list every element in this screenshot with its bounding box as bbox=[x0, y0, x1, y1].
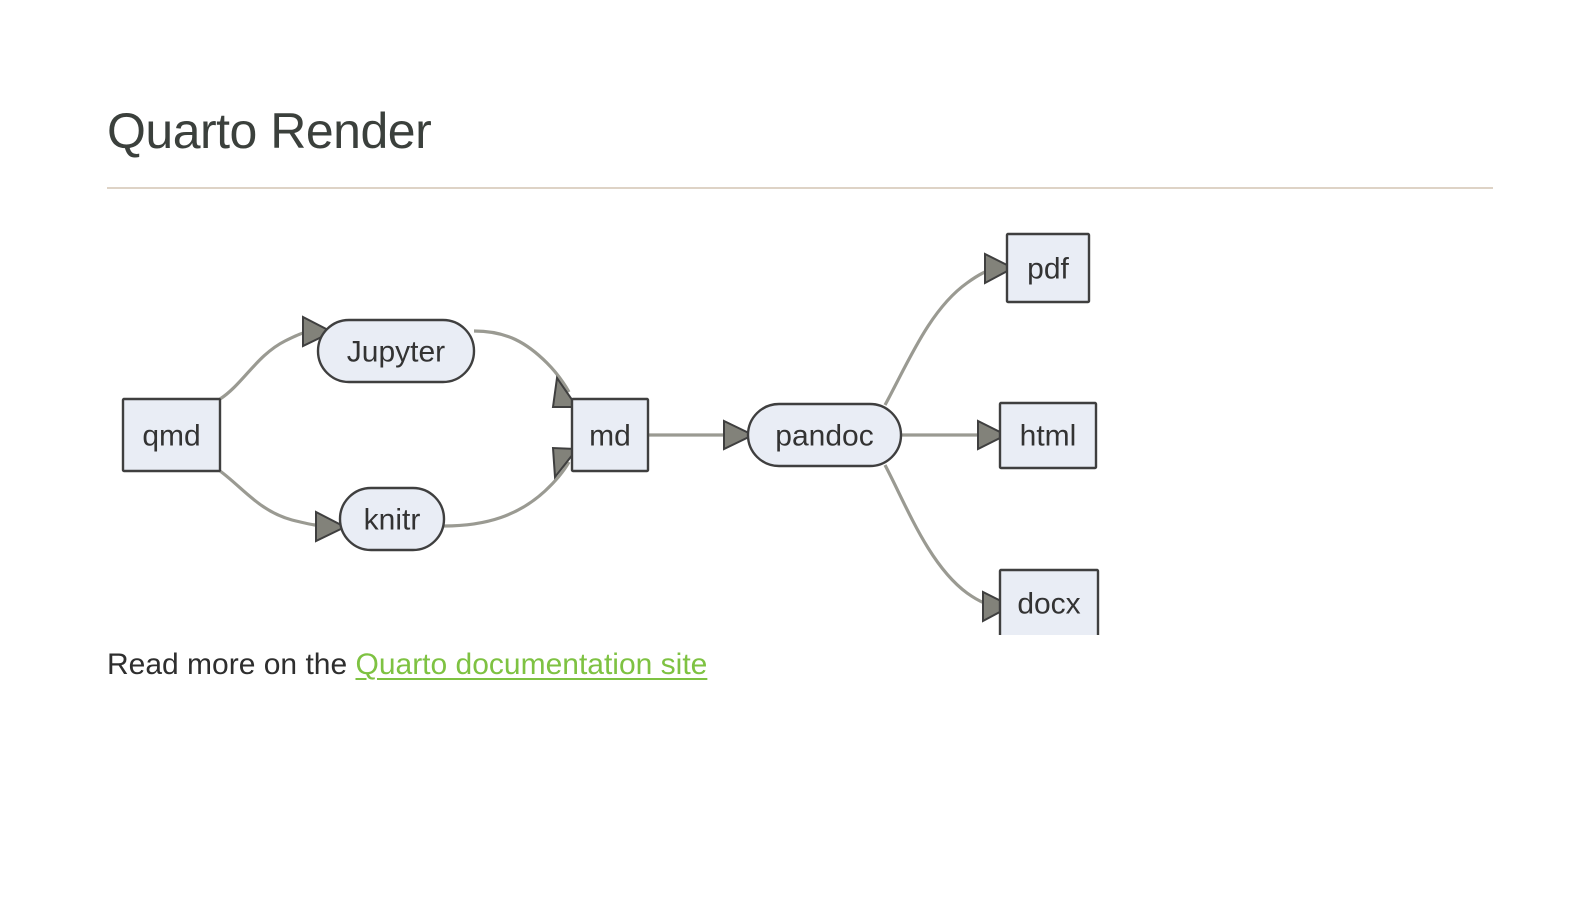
quarto-render-flowchart: qmd Jupyter knitr md bbox=[107, 215, 1493, 635]
node-docx[interactable]: docx bbox=[998, 568, 1100, 635]
node-pandoc-shape[interactable] bbox=[746, 402, 903, 468]
node-group: qmd Jupyter knitr md bbox=[121, 232, 1100, 635]
node-qmd-shape[interactable] bbox=[121, 397, 222, 473]
node-html-label: html bbox=[1020, 420, 1077, 453]
node-jupyter[interactable]: Jupyter bbox=[316, 318, 476, 384]
flowchart-svg: qmd Jupyter knitr md bbox=[121, 232, 1100, 635]
node-knitr-shape[interactable] bbox=[338, 486, 446, 552]
node-knitr-label: knitr bbox=[364, 504, 421, 537]
node-qmd[interactable]: qmd bbox=[121, 397, 222, 473]
arrowhead-md-to-pandoc bbox=[723, 419, 756, 451]
node-html[interactable]: html bbox=[998, 401, 1098, 470]
node-md[interactable]: md bbox=[570, 397, 650, 473]
title-divider bbox=[107, 187, 1493, 189]
edge-jupyter-to-md bbox=[473, 329, 571, 393]
node-docx-label: docx bbox=[1017, 588, 1080, 621]
edge-pandoc-to-docx bbox=[883, 464, 996, 608]
quarto-documentation-link[interactable]: Quarto documentation site bbox=[355, 648, 708, 681]
arrowhead-pandoc-to-html bbox=[977, 419, 1009, 451]
node-md-shape[interactable] bbox=[570, 397, 650, 473]
arrowhead-qmd-to-jupyter bbox=[302, 315, 335, 348]
edge-qmd-to-jupyter bbox=[219, 329, 316, 401]
edge-pandoc-to-pdf bbox=[883, 266, 998, 406]
edge-knitr-to-md bbox=[443, 461, 571, 528]
node-md-label: md bbox=[589, 420, 631, 453]
node-html-shape[interactable] bbox=[998, 401, 1098, 470]
page-title: Quarto Render bbox=[107, 103, 432, 159]
arrowhead-qmd-to-knitr bbox=[315, 510, 348, 543]
arrowhead-pandoc-to-docx bbox=[982, 590, 1014, 623]
read-more-text: Read more on the bbox=[107, 648, 356, 681]
node-pandoc-label: pandoc bbox=[775, 420, 873, 453]
arrowhead-pandoc-to-pdf bbox=[984, 252, 1016, 285]
node-pdf-shape[interactable] bbox=[1005, 232, 1091, 304]
node-pdf-label: pdf bbox=[1027, 253, 1069, 286]
node-qmd-label: qmd bbox=[142, 420, 200, 453]
node-pandoc[interactable]: pandoc bbox=[746, 402, 903, 468]
node-knitr[interactable]: knitr bbox=[338, 486, 446, 552]
node-docx-shape[interactable] bbox=[998, 568, 1100, 635]
edge-qmd-to-knitr bbox=[219, 469, 328, 528]
content-container: Quarto Render bbox=[107, 0, 1493, 687]
node-jupyter-label: Jupyter bbox=[347, 336, 445, 369]
read-more-paragraph: Read more on the Quarto documentation si… bbox=[107, 635, 1493, 687]
node-jupyter-shape[interactable] bbox=[316, 318, 476, 384]
node-pdf[interactable]: pdf bbox=[1005, 232, 1091, 304]
